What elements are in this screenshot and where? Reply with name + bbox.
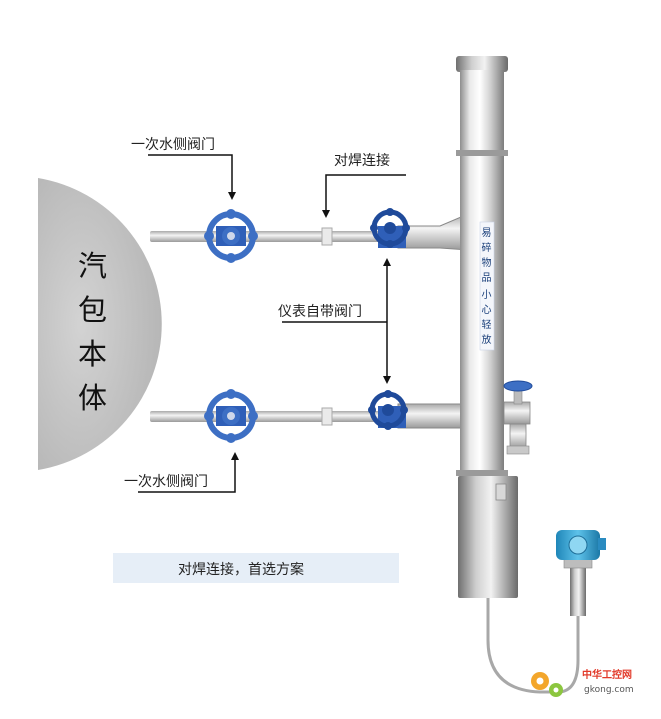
tube-char: 品 [482,272,492,284]
watermark: 中华工控网 gkong.com [531,668,634,697]
tube-char: 易 [482,227,492,239]
label-instrument-valve: 仪表自带阀门 [278,304,362,320]
primary-valve-lower [204,389,258,443]
capillary-tube [486,598,580,694]
watermark-cn: 中华工控网 [582,668,632,681]
watermark-en: gkong.com [584,685,634,695]
drain-valve [503,380,533,455]
gauge-column-top-cap [456,56,508,72]
drum-char: 汽 [78,249,107,283]
tube-char: 小 [482,289,492,301]
upper-weld-joint [321,227,333,246]
float-chamber [458,476,518,598]
label-primary-valve-lower: 一次水侧阀门 [124,474,208,490]
drum-char: 体 [78,381,107,415]
upper-elbow-fitting [397,213,469,251]
primary-valve-upper [204,209,258,263]
lower-weld-joint [321,407,333,426]
chamber-bolt [495,483,507,501]
drum-label: 汽 包 本 体 [78,249,107,415]
level-transmitter [556,530,606,616]
lower-elbow-fitting [397,403,469,429]
fragile-label-strip [479,221,495,351]
tube-char: 心 [482,304,492,316]
label-weld-connection: 对焊连接 [334,152,390,169]
label-primary-valve-upper: 一次水侧阀门 [131,137,215,153]
instrument-valve-upper [370,208,410,248]
fragile-label: 易 碎 物 品 小 心 轻 放 [482,227,492,346]
drum-char: 本 [78,337,107,371]
tube-char: 碎 [482,241,492,254]
banner [113,553,399,583]
column-flange [456,150,508,156]
column-flange [456,470,508,476]
drum-char: 包 [78,293,107,327]
tube-char: 物 [482,256,492,269]
instrument-valve-lower [368,390,408,430]
boiler-drum [38,178,162,470]
callout-weld-connection [322,174,406,218]
tube-char: 放 [482,333,492,346]
banner-text: 对焊连接，首选方案 [178,561,304,578]
callout-primary-valve-lower [138,452,239,493]
tube-char: 轻 [482,318,492,331]
callout-primary-valve-upper [148,154,236,200]
